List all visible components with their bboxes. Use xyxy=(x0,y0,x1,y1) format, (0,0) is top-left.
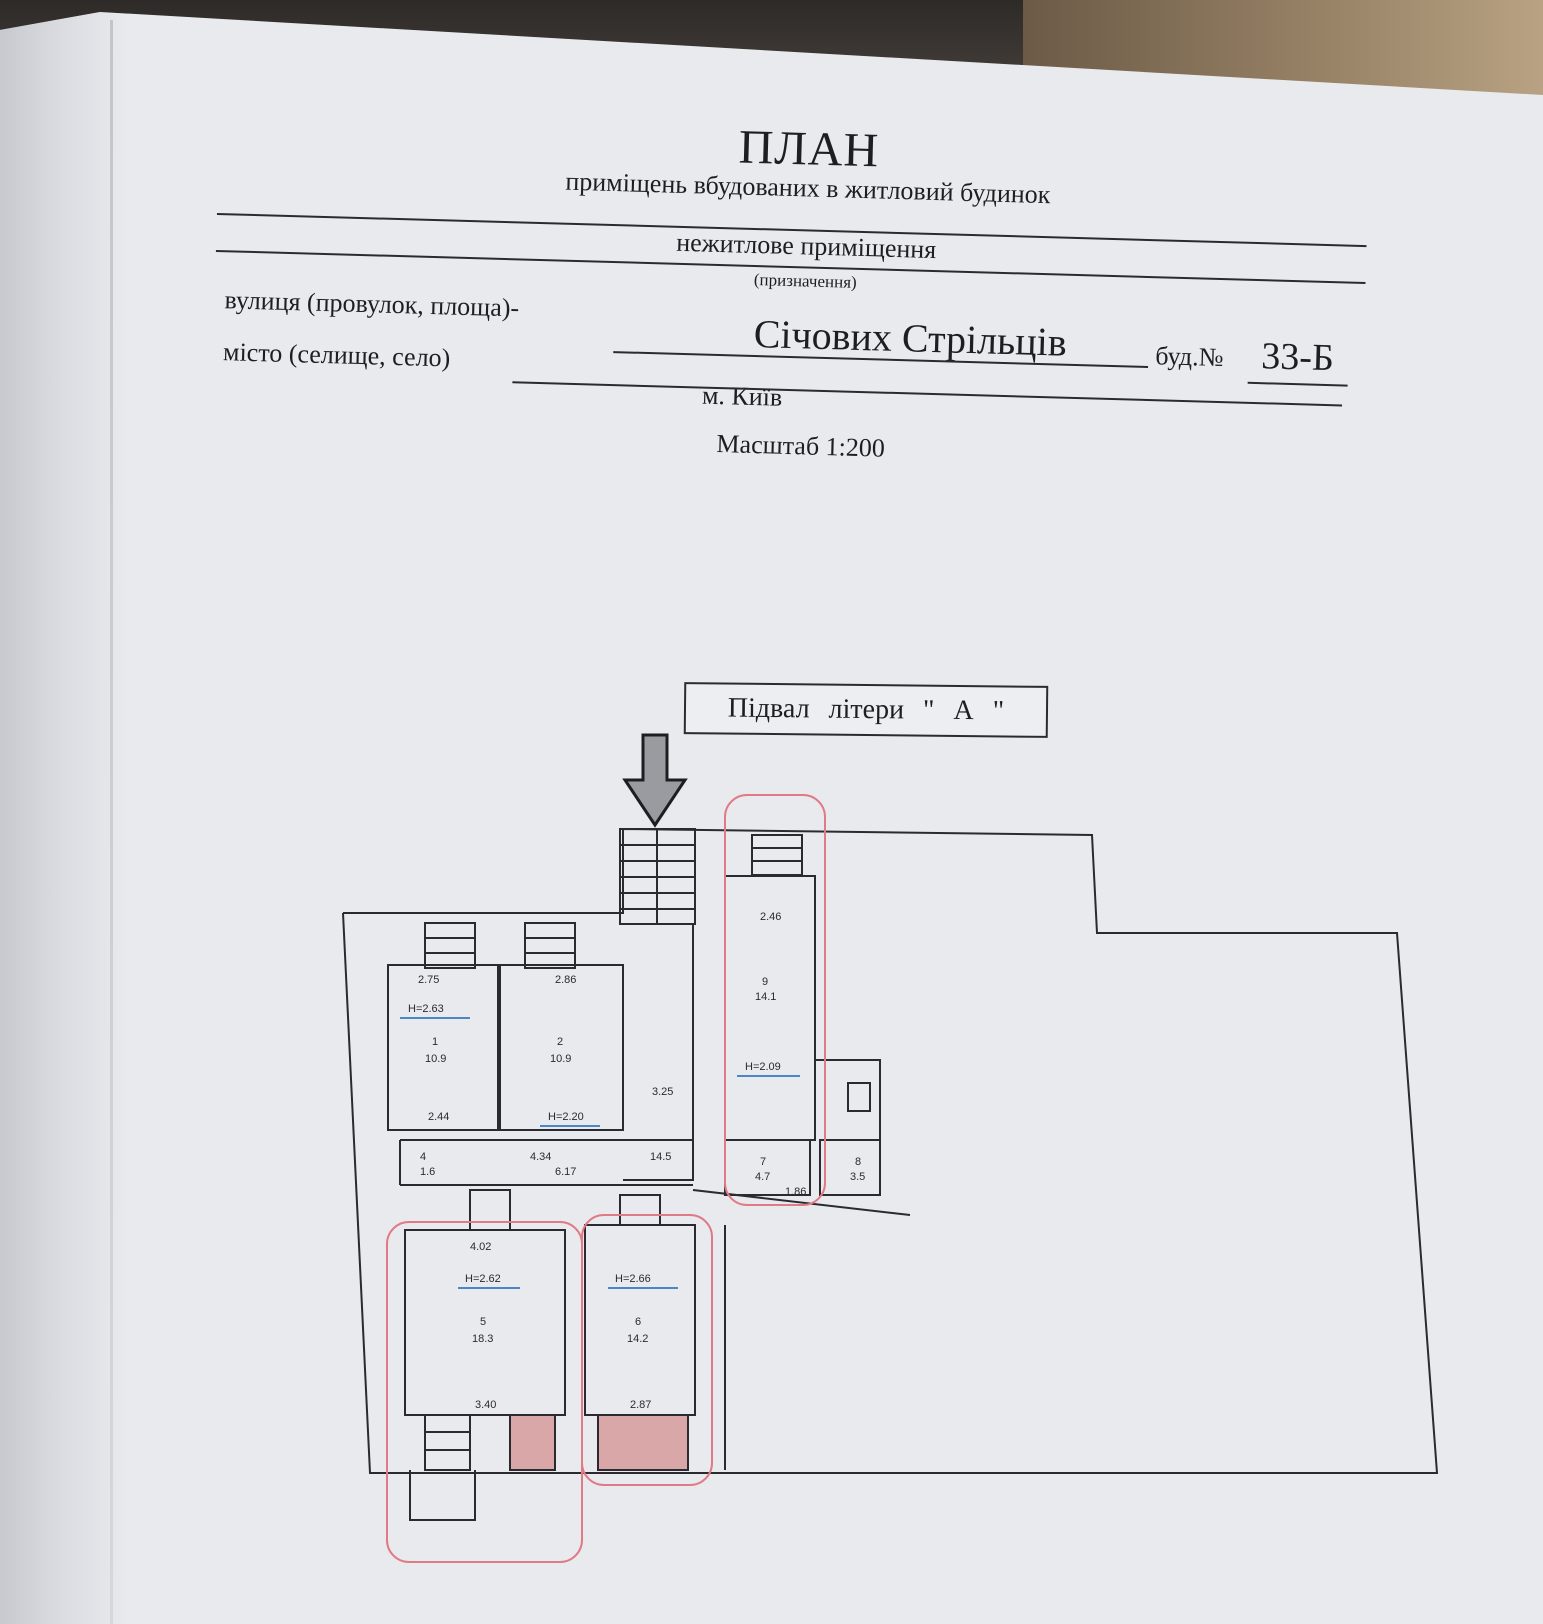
room-8-area: 3.5 xyxy=(850,1171,865,1183)
room-4-dim: 4.34 xyxy=(530,1151,551,1163)
room-9-area: 14.1 xyxy=(755,991,776,1003)
room-4-area: 1.6 xyxy=(420,1166,435,1178)
page-left-edge xyxy=(0,12,130,1624)
room-7-area: 4.7 xyxy=(755,1171,770,1183)
room-7-number: 7 xyxy=(760,1156,766,1168)
room-5-dim-top: 4.02 xyxy=(470,1241,491,1253)
room-3-dim: 3.25 xyxy=(652,1086,673,1098)
room-3-area: 14.5 xyxy=(650,1151,671,1163)
room-2-number: 2 xyxy=(557,1036,563,1048)
room-2-dim-top: 2.86 xyxy=(555,974,576,986)
room-9-height: H=2.09 xyxy=(745,1061,781,1073)
down-arrow-icon xyxy=(622,733,688,828)
highlight-room-6 xyxy=(581,1214,713,1486)
room-9-number: 9 xyxy=(762,976,768,988)
room-6-area: 14.2 xyxy=(627,1333,648,1345)
room-8-number: 8 xyxy=(855,1156,861,1168)
room-3 xyxy=(623,923,694,1181)
room-9-dim-top: 2.46 xyxy=(760,911,781,923)
room-2-area: 10.9 xyxy=(550,1053,571,1065)
stair-room-5 xyxy=(424,1414,471,1471)
room-5-dim-bottom: 3.40 xyxy=(475,1399,496,1411)
room-1-number: 1 xyxy=(432,1036,438,1048)
page-fold xyxy=(110,20,113,1624)
stair-room-1 xyxy=(424,922,476,969)
room-1-area: 10.9 xyxy=(425,1053,446,1065)
room-6-dim-bottom: 2.87 xyxy=(630,1399,651,1411)
room-1-dim-top: 2.75 xyxy=(418,974,439,986)
room-5-number: 5 xyxy=(480,1316,486,1328)
room-labels: 2.75 H=2.63 1 10.9 2.44 2.86 2 10.9 H=2.… xyxy=(408,911,865,1411)
room-8 xyxy=(819,1139,881,1196)
room-1-height: H=2.63 xyxy=(408,1003,444,1015)
room-1-dim-bottom: 2.44 xyxy=(428,1111,449,1123)
room-5-area: 18.3 xyxy=(472,1333,493,1345)
room-7-dim: 1.86 xyxy=(785,1186,806,1198)
room-3-dim-width: 6.17 xyxy=(555,1166,576,1178)
room-4-number: 4 xyxy=(420,1151,426,1163)
room-1 xyxy=(387,964,499,1131)
room-5-height: H=2.62 xyxy=(465,1273,501,1285)
room-6-number: 6 xyxy=(635,1316,641,1328)
room-6-height: H=2.66 xyxy=(615,1273,651,1285)
room-2 xyxy=(499,964,624,1131)
stair-room-2 xyxy=(524,922,576,969)
stair-room-9 xyxy=(751,834,803,876)
highlight-room-9 xyxy=(724,794,826,1206)
building-outline xyxy=(342,827,1439,1474)
room-2-height: H=2.20 xyxy=(548,1111,584,1123)
